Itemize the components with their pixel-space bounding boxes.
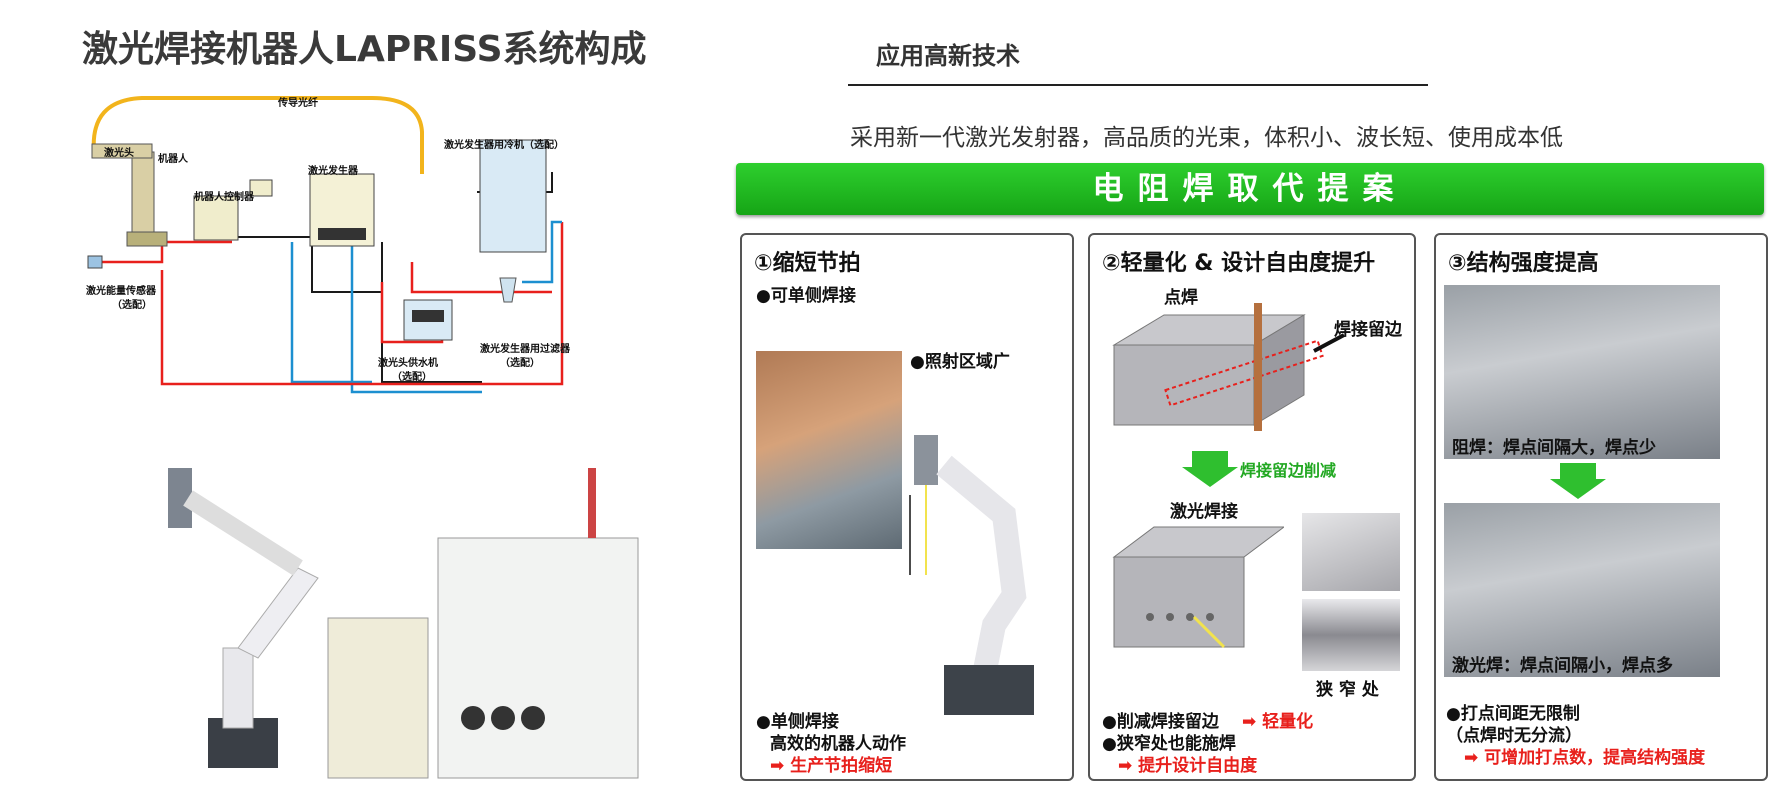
label-spot-weld: 点焊 (1164, 288, 1198, 308)
banner-text: 电阻焊取代提案 (1092, 171, 1408, 207)
label-narrow: 狭 窄 处 (1316, 680, 1379, 700)
panel-strength: ③结构强度提高 阻焊：焊点间隔大，焊点少 激光焊：焊点间隔小，焊点多 ●打点间距… (1434, 233, 1768, 781)
panel-1-robot-head (914, 435, 938, 485)
panel-1-robot-arm (936, 455, 1027, 678)
fiber-line (91, 96, 424, 174)
label-filter: 激光发生器用过滤器 (480, 344, 570, 355)
panel-2-bullet-2: ●狭窄处也能施焊 (1102, 734, 1236, 754)
label-controller: 机器人控制器 (194, 192, 254, 203)
black-cable-1 (232, 236, 382, 293)
panel-2-bullet-1: ●削减焊接留边 (1102, 712, 1219, 732)
panel-cycle-time: ①缩短节拍 ●可单侧焊接 ●照射区域广 ●单侧焊接 高效的机器人动作 ➡ 生产节… (740, 233, 1074, 781)
product-photo-svg (148, 448, 668, 792)
panel-2-result-1: ➡ 轻量化 (1242, 712, 1314, 732)
controller-photo (327, 617, 429, 779)
copper-fixture-photo (756, 351, 902, 549)
robot-upper-arm-photo (237, 567, 319, 659)
laser-weld-box-svg (1112, 526, 1284, 649)
narrow-part-photo-1 (1302, 513, 1400, 591)
narrow-part-photo-2 (1302, 599, 1400, 671)
label-sensor-opt: （选配） (112, 300, 152, 311)
label-weld-margin: 焊接留边 (1334, 320, 1402, 340)
panel-1-bullet-2: ●照射区域广 (910, 352, 1010, 372)
section-heading: 应用高新技术 (876, 42, 1020, 70)
teach-pendant (249, 179, 273, 197)
label-laser-generator: 激光发生器 (308, 166, 358, 177)
label-chiller: 激光发生器用冷机（选配） (444, 140, 564, 151)
panel-2-title: ②轻量化 & 设计自由度提升 (1102, 251, 1376, 276)
red-cable-4 (410, 262, 552, 294)
sensor-box (87, 255, 103, 269)
chiller-box (479, 139, 547, 253)
down-arrow-2 (1182, 451, 1238, 487)
red-cable-1 (92, 240, 232, 264)
banner: 电阻焊取代提案 (736, 163, 1764, 215)
signal-tower-photo (588, 468, 596, 538)
label-laser-weld: 激光焊接 (1170, 502, 1238, 522)
spot-weld-box-svg (1112, 303, 1345, 431)
panel-1-result: ➡ 生产节拍缩短 (770, 756, 893, 776)
panel-1-bullet-3: ●单侧焊接 (756, 712, 839, 732)
robot-lower-arm-photo (222, 647, 254, 729)
robot-body (131, 151, 155, 243)
panel-3-title: ③结构强度提高 (1448, 251, 1599, 276)
label-fiber: 传导光纤 (278, 98, 318, 109)
red-cable-2 (160, 222, 564, 386)
panel-lightweight: ②轻量化 & 设计自由度提升 点焊 焊接留边 焊接留边削减 激光焊接 狭 窄 处… (1088, 233, 1416, 781)
robot-base (126, 231, 168, 247)
section-description: 采用新一代激光发射器，高品质的光束，体积小、波长短、使用成本低 (850, 125, 1563, 151)
panel-1-bullet-1: ●可单侧焊接 (756, 286, 856, 306)
resist-caption: 阻焊：焊点间隔大，焊点少 (1452, 438, 1656, 458)
page-title: 激光焊接机器人LAPRISS系统构成 (82, 29, 647, 70)
panel-1-robot (909, 435, 1034, 715)
laser-weld-photo: 激光焊：焊点间隔小，焊点多 (1444, 503, 1720, 677)
panel-1-title: ①缩短节拍 (754, 251, 861, 276)
panel-3-line-2: （点焊时无分流） (1446, 726, 1582, 746)
system-diagram: 传导光纤 激光头 机器人 机器人控制器 激光发生器 激光发生器用冷机（选配） 激… (82, 92, 662, 442)
resistance-weld-photo: 阻焊：焊点间隔大，焊点少 (1444, 285, 1720, 459)
label-laser-head: 激光头 (104, 148, 134, 159)
filter-shape (499, 277, 517, 303)
robot-arm (91, 143, 153, 159)
blue-cable-1 (350, 242, 482, 394)
laser-unit-photo (437, 537, 639, 779)
laser-generator-panel (318, 228, 366, 240)
panel-2-result-2: ➡ 提升设计自由度 (1118, 756, 1258, 776)
blue-cable-3 (522, 220, 562, 284)
panel-1-line-3: 高效的机器人动作 (770, 734, 906, 754)
robot-forearm-photo (183, 490, 303, 576)
water-supply-panel (412, 310, 444, 322)
label-water-supply: 激光头供水机 (378, 358, 438, 369)
label-margin-cut: 焊接留边削减 (1240, 461, 1337, 480)
label-filter-opt: （选配） (500, 358, 540, 369)
panel-3-result: ➡ 可增加打点数，提高结构强度 (1464, 748, 1706, 768)
label-robot: 机器人 (158, 154, 188, 165)
robot-controller-box (193, 195, 239, 241)
label-water-opt: （选配） (392, 372, 432, 383)
blue-cable-2 (290, 242, 372, 384)
system-diagram-svg (87, 96, 564, 394)
laser-caption: 激光焊：焊点间隔小，焊点多 (1452, 656, 1673, 676)
panel-1-robot-base (944, 665, 1034, 715)
label-sensor: 激光能量传感器 (86, 286, 156, 297)
down-arrow-3 (1550, 463, 1606, 499)
panel-3-bullet-1: ●打点间距无限制 (1446, 704, 1580, 724)
heading-underline (848, 84, 1428, 86)
product-photo (148, 448, 668, 792)
